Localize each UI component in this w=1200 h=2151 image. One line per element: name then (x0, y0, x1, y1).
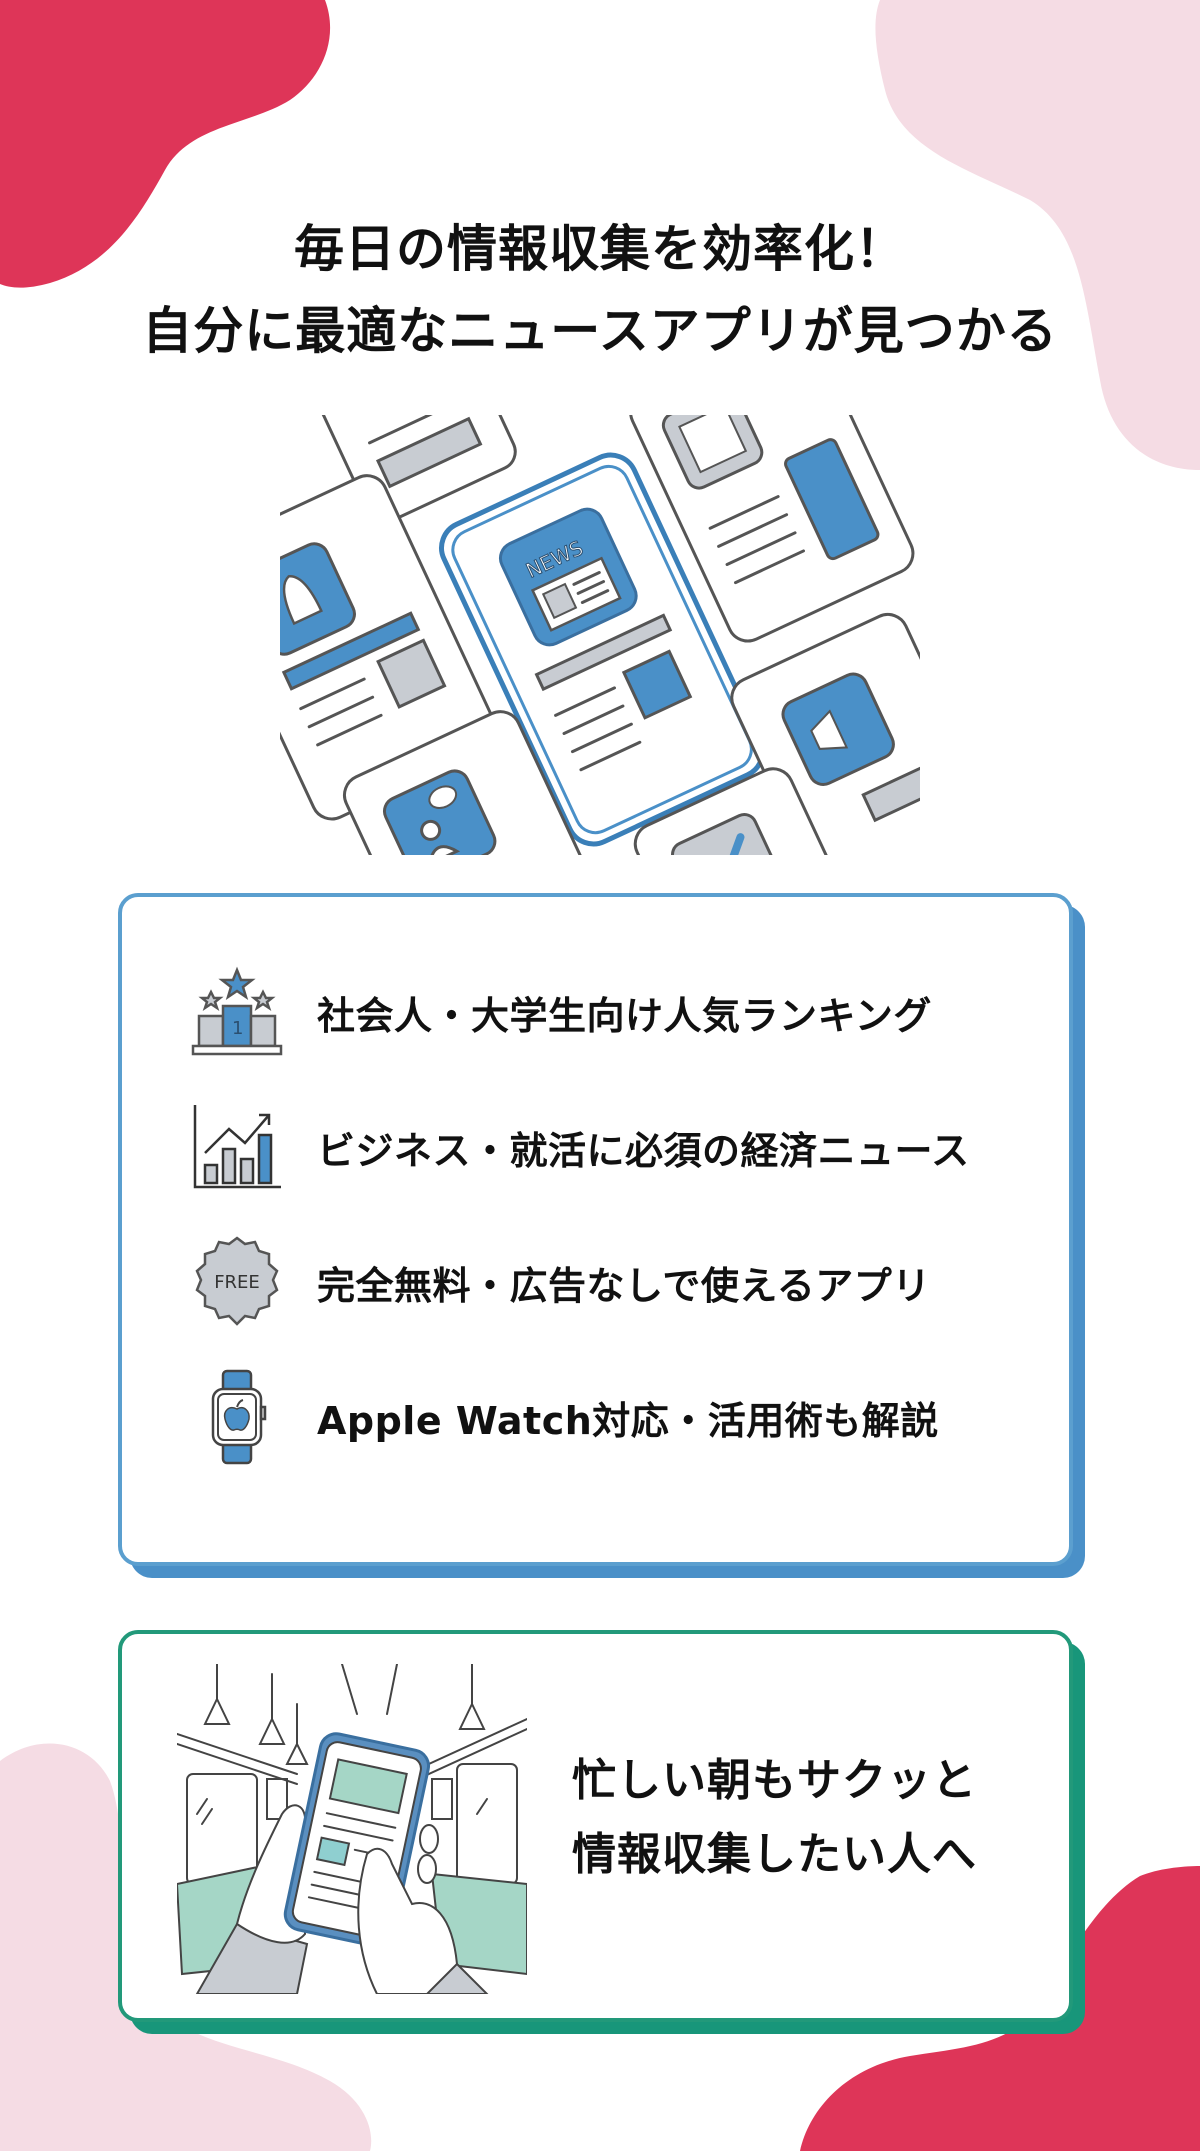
feature-label: Apple Watch対応・活用術も解説 (317, 1398, 939, 1443)
feature-item-free: FREE 完全無料・広告なしで使えるアプリ (187, 1227, 931, 1337)
news-apps-smartphones-icon: NEWS (280, 415, 920, 855)
target-audience-text: 忙しい朝もサクッと 情報収集したい人へ (572, 1744, 977, 1892)
free-badge-icon: FREE (187, 1232, 287, 1332)
target-line-2: 情報収集したい人へ (572, 1829, 977, 1880)
title-line-1: 毎日の情報収集を効率化！ (294, 220, 906, 278)
target-card: 忙しい朝もサクッと 情報収集したい人へ (118, 1630, 1073, 2022)
feature-label: ビジネス・就活に必須の経済ニュース (317, 1128, 970, 1173)
feature-label: 完全無料・広告なしで使えるアプリ (317, 1263, 931, 1308)
features-card: 1 社会人・大学生向け人気ランキング ビジネス・就活に必須の経済ニュース FRE… (118, 893, 1073, 1566)
bottom-right-red-blob (800, 1866, 1200, 2151)
feature-label: 社会人・大学生向け人気ランキング (317, 993, 932, 1038)
growth-chart-icon (187, 1097, 287, 1197)
train-commute-phone-icon (177, 1664, 527, 1994)
svg-text:FREE: FREE (214, 1272, 260, 1293)
bottom-left-pink-blob (0, 1743, 372, 2151)
podium-ranking-icon: 1 (187, 962, 287, 1062)
feature-item-ranking: 1 社会人・大学生向け人気ランキング (187, 957, 932, 1067)
target-line-1: 忙しい朝もサクッと (572, 1755, 977, 1806)
top-left-red-blob (0, 0, 331, 288)
title-line-2: 自分に最適なニュースアプリが見つかる (142, 302, 1058, 360)
feature-item-apple-watch: Apple Watch対応・活用術も解説 (187, 1362, 939, 1472)
top-right-pink-blob (875, 0, 1200, 470)
svg-text:1: 1 (232, 1018, 243, 1039)
feature-item-business: ビジネス・就活に必須の経済ニュース (187, 1092, 970, 1202)
apple-watch-icon (187, 1367, 287, 1467)
page-title: 毎日の情報収集を効率化！ 自分に最適なニュースアプリが見つかる (0, 208, 1200, 372)
